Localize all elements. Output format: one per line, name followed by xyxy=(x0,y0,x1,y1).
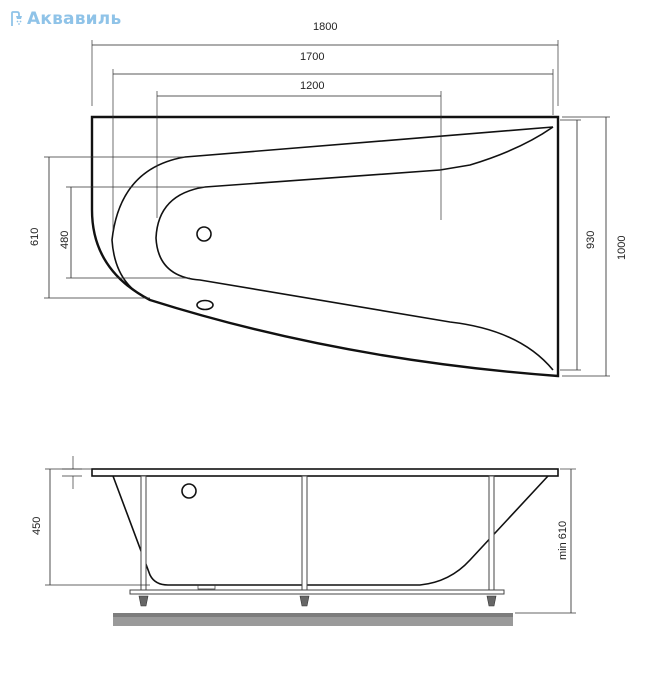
top-view: 1800 1700 1200 1000 930 610 480 xyxy=(29,21,628,378)
drain-hole xyxy=(196,299,214,311)
dim-1800: 1800 xyxy=(313,21,337,33)
dim-1200: 1200 xyxy=(300,80,324,92)
dim-min-610: min 610 xyxy=(557,521,569,560)
tub-rim xyxy=(91,468,559,477)
adjustable-feet xyxy=(138,595,497,607)
side-view: 450 min 610 xyxy=(31,456,576,626)
dim-930: 930 xyxy=(585,231,597,249)
brand-name: Аквавиль xyxy=(27,9,122,29)
side-drain xyxy=(197,585,216,590)
dim-450: 450 xyxy=(31,517,43,535)
dim-1000: 1000 xyxy=(616,236,628,260)
dim-1700: 1700 xyxy=(300,51,324,63)
support-frame xyxy=(129,475,505,595)
dim-610: 610 xyxy=(29,228,41,246)
rim-nose xyxy=(439,126,554,171)
dim-480: 480 xyxy=(59,231,71,249)
bowl-line xyxy=(155,169,554,371)
rim-line xyxy=(111,126,554,301)
shower-icon xyxy=(11,11,22,26)
side-overflow-hole xyxy=(181,483,197,499)
brand-logo: Аквавиль xyxy=(8,9,121,29)
tub-bowl xyxy=(112,475,549,586)
overflow-hole xyxy=(196,226,212,242)
tub-outline xyxy=(90,115,560,378)
